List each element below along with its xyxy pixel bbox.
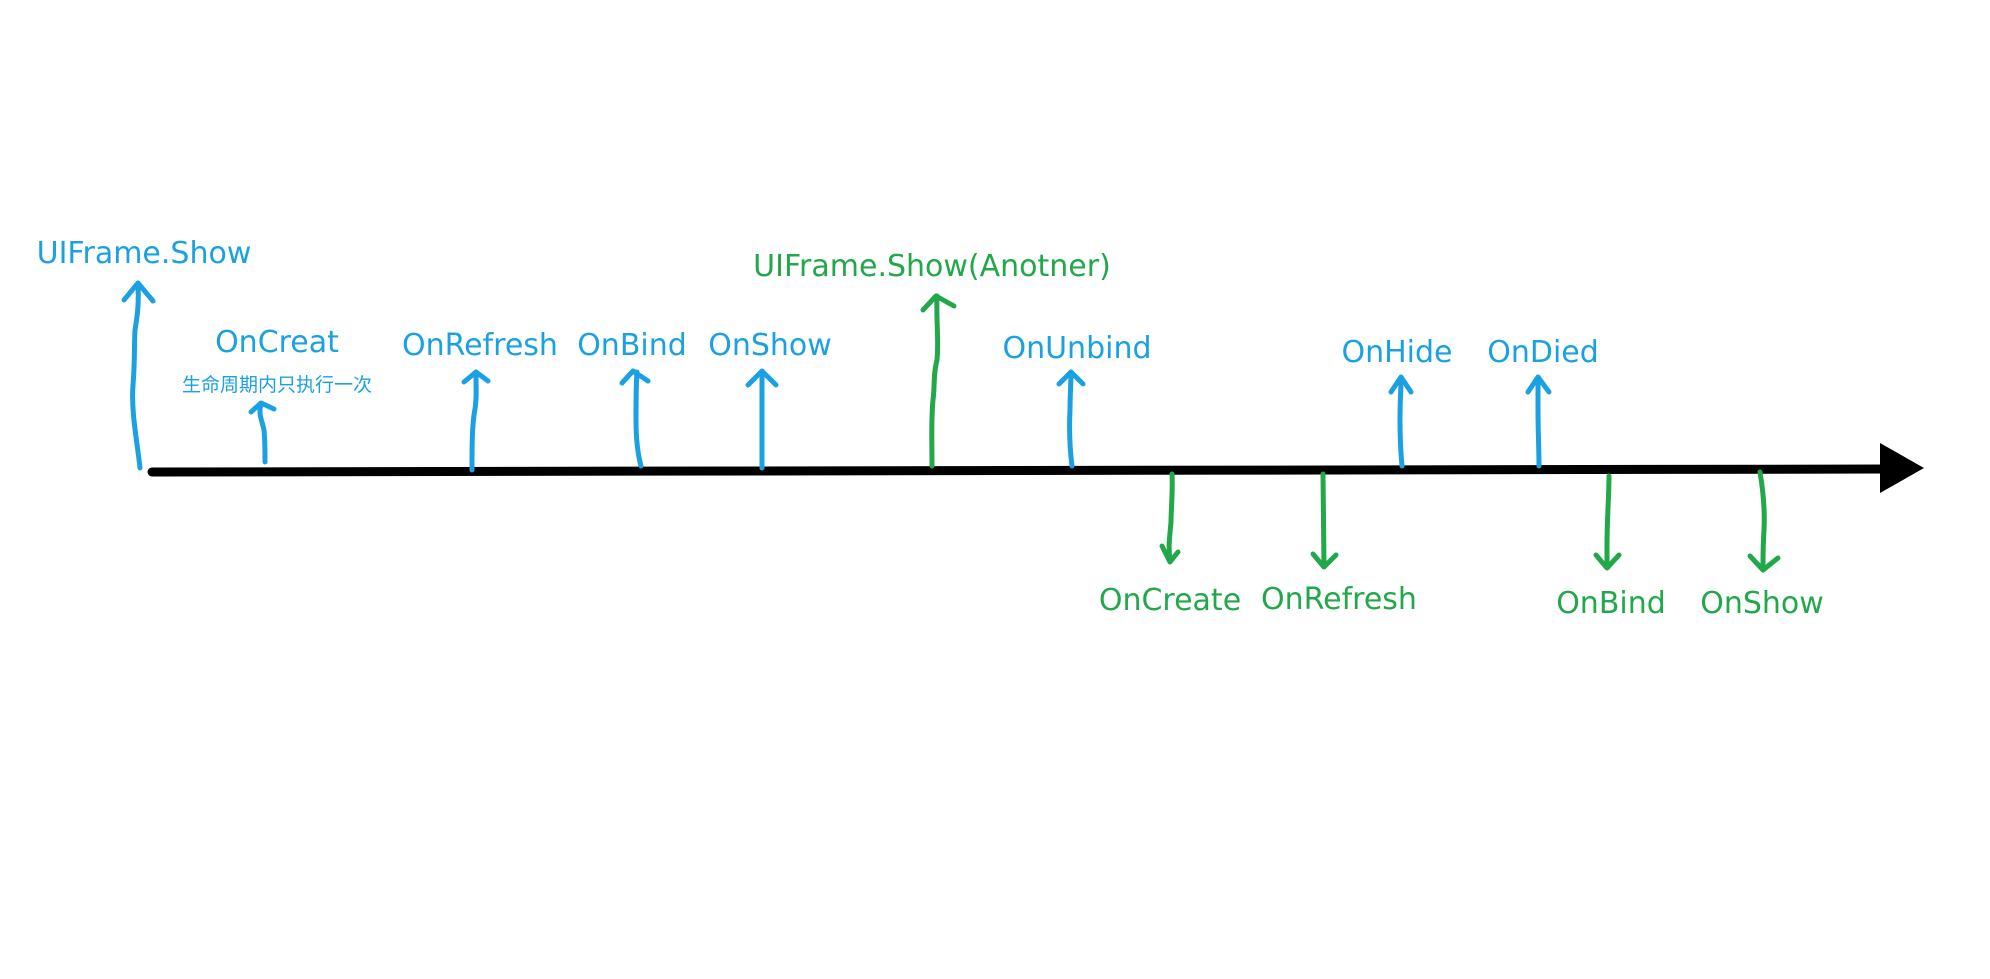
event-note-on-creat: 生命周期内只执行一次 xyxy=(182,374,372,396)
up-arrowhead-icon xyxy=(920,293,957,313)
down-arrow-icon xyxy=(1757,469,1767,571)
event-on-create-2 xyxy=(1159,471,1181,565)
event-label-on-bind-2: OnBind xyxy=(1556,586,1666,621)
up-arrow-icon xyxy=(929,293,941,469)
event-uiframe-show xyxy=(121,280,156,471)
event-label-on-died: OnDied xyxy=(1487,335,1599,370)
down-arrowhead-icon xyxy=(1310,551,1339,570)
event-label-on-show: OnShow xyxy=(708,328,832,363)
event-on-unbind xyxy=(1056,369,1086,469)
up-arrowhead-icon xyxy=(248,400,277,415)
event-on-refresh xyxy=(461,369,491,473)
event-on-show-2 xyxy=(1747,469,1781,573)
event-uiframe-show-another xyxy=(920,293,957,469)
down-arrowhead-icon xyxy=(1159,543,1181,565)
event-label-uiframe-show-another: UIFrame.Show(Anotner) xyxy=(753,249,1111,284)
up-arrowhead-icon xyxy=(1388,374,1414,395)
event-on-refresh-2 xyxy=(1310,471,1339,570)
down-arrow-icon xyxy=(1166,471,1175,563)
down-arrowhead-icon xyxy=(1747,553,1781,573)
event-label-on-hide: OnHide xyxy=(1341,335,1452,370)
event-on-bind xyxy=(619,368,651,469)
down-arrowhead-icon xyxy=(1593,552,1622,571)
up-arrow-icon xyxy=(469,371,479,473)
event-label-on-creat: OnCreat xyxy=(215,325,339,360)
up-arrow-icon xyxy=(1535,375,1542,469)
up-arrow-icon xyxy=(1397,375,1405,469)
down-arrow-icon xyxy=(1604,473,1612,569)
up-arrow-icon xyxy=(130,282,143,471)
event-label-on-create-2: OnCreate xyxy=(1099,583,1241,618)
up-arrowhead-icon xyxy=(745,368,779,388)
up-arrow-icon xyxy=(633,369,644,469)
up-arrowhead-icon xyxy=(461,369,491,385)
event-on-died xyxy=(1525,374,1552,469)
event-on-creat xyxy=(248,400,277,465)
up-arrowhead-icon xyxy=(619,368,651,386)
timeline-line xyxy=(147,464,1895,477)
down-arrow-icon xyxy=(1320,471,1327,569)
event-on-bind-2 xyxy=(1593,473,1622,571)
up-arrowhead-icon xyxy=(1056,369,1086,387)
up-arrow-icon xyxy=(257,401,268,465)
up-arrowhead-icon xyxy=(121,280,156,304)
timeline-axis xyxy=(147,443,1924,493)
event-on-show xyxy=(745,368,779,471)
event-label-on-show-2: OnShow xyxy=(1700,586,1824,621)
event-label-on-refresh: OnRefresh xyxy=(402,328,558,363)
event-label-on-bind: OnBind xyxy=(577,328,687,363)
event-label-on-unbind: OnUnbind xyxy=(1002,331,1151,366)
up-arrowhead-icon xyxy=(1525,374,1552,395)
event-label-uiframe-show: UIFrame.Show xyxy=(37,236,252,271)
event-label-on-refresh-2: OnRefresh xyxy=(1261,582,1417,617)
up-arrow-icon xyxy=(1067,369,1075,469)
timeline-arrowhead-icon xyxy=(1880,443,1924,493)
event-on-hide xyxy=(1388,374,1414,469)
